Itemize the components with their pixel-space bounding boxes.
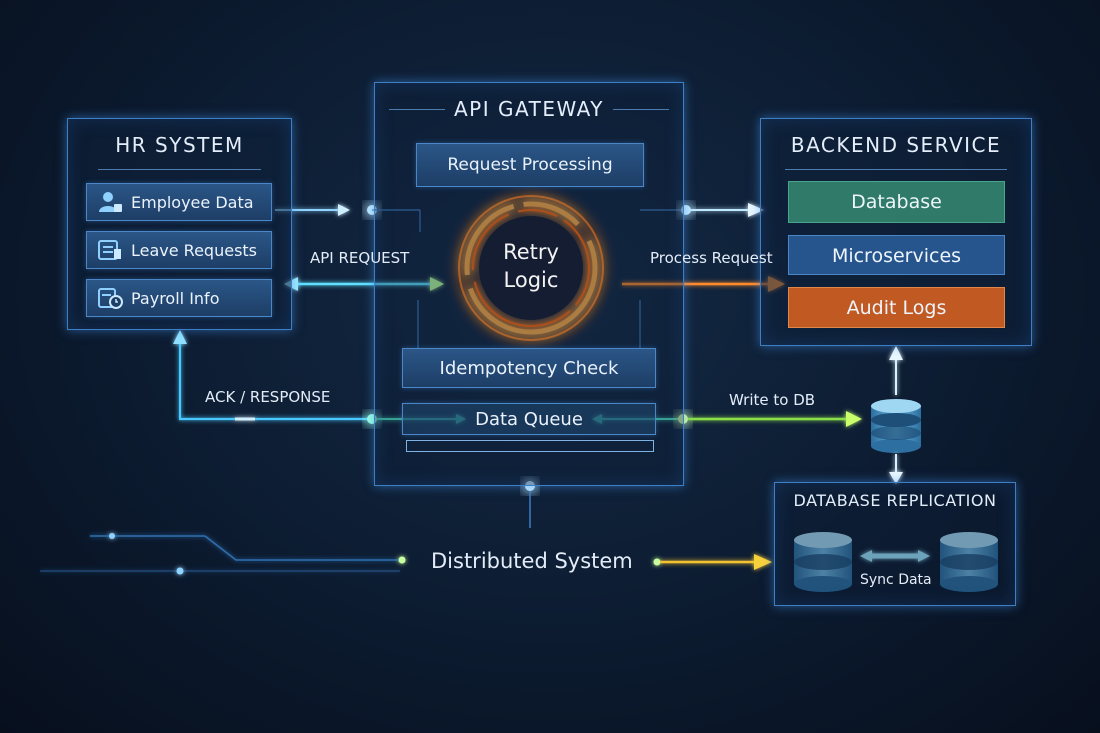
retry-word: Retry [503, 240, 559, 264]
database-item[interactable]: Database [788, 181, 1005, 223]
data-queue-label: Data Queue [475, 408, 583, 430]
retry-ring [458, 195, 604, 341]
queue-bar [406, 440, 654, 452]
logic-word: Logic [503, 268, 559, 292]
sync-data-label: Sync Data [860, 572, 932, 588]
distributed-lines [40, 533, 406, 575]
idempotency-check-box[interactable]: Idempotency Check [402, 348, 656, 388]
idempotency-check-label: Idempotency Check [439, 357, 619, 379]
employee-data-label: Employee Data [131, 192, 254, 212]
write-to-db-label: Write to DB [729, 391, 816, 409]
database-replication-title: DATABASE REPLICATION [793, 491, 997, 510]
leave-requests-item[interactable]: Leave Requests [86, 231, 272, 269]
hr-system-panel: HR SYSTEM Employee Data Leave Requests P… [67, 118, 292, 330]
database-replication-panel: DATABASE REPLICATION [774, 482, 1016, 606]
payroll-clock-icon [98, 288, 123, 309]
sync-arrow [860, 550, 930, 562]
database-stack-icon [871, 399, 921, 453]
form-icon [98, 240, 121, 260]
backend-service-title: BACKEND SERVICE [790, 133, 1002, 157]
distributed-to-replication-arrow [653, 554, 772, 570]
hr-system-title: HR SYSTEM [115, 133, 244, 157]
gateway-inner-connectors [372, 209, 686, 348]
database-label: Database [851, 191, 942, 213]
payroll-info-item[interactable]: Payroll Info [86, 279, 272, 317]
audit-logs-item[interactable]: Audit Logs [788, 287, 1005, 328]
employee-data-item[interactable]: Employee Data [86, 183, 272, 221]
api-request-label: API REQUEST [310, 249, 410, 267]
microservices-item[interactable]: Microservices [788, 235, 1005, 275]
data-queue-box[interactable]: Data Queue [402, 403, 656, 435]
gateway-to-backend-arrow [690, 203, 764, 217]
request-processing-label: Request Processing [447, 155, 613, 175]
replication-db-left-icon [794, 532, 852, 592]
microservices-label: Microservices [831, 245, 962, 267]
gateway-node-bottom [525, 481, 535, 491]
process-request-label: Process Request [650, 249, 773, 267]
ack-response-label: ACK / RESPONSE [205, 388, 331, 406]
audit-logs-label: Audit Logs [846, 297, 947, 319]
payroll-info-label: Payroll Info [131, 288, 220, 308]
db-up-arrow [889, 346, 903, 395]
replication-db-right-icon [940, 532, 998, 592]
write-to-db-arrow [688, 411, 862, 427]
db-down-arrow [889, 454, 903, 484]
retry-logic-label: Retry Logic [483, 238, 579, 294]
user-icon [99, 192, 122, 212]
request-processing-box[interactable]: Request Processing [416, 143, 644, 187]
ack-response-arrow [173, 330, 372, 421]
distributed-system-label: Distributed System [431, 549, 633, 573]
leave-requests-label: Leave Requests [131, 240, 258, 260]
api-gateway-title: API GATEWAY [453, 97, 604, 121]
